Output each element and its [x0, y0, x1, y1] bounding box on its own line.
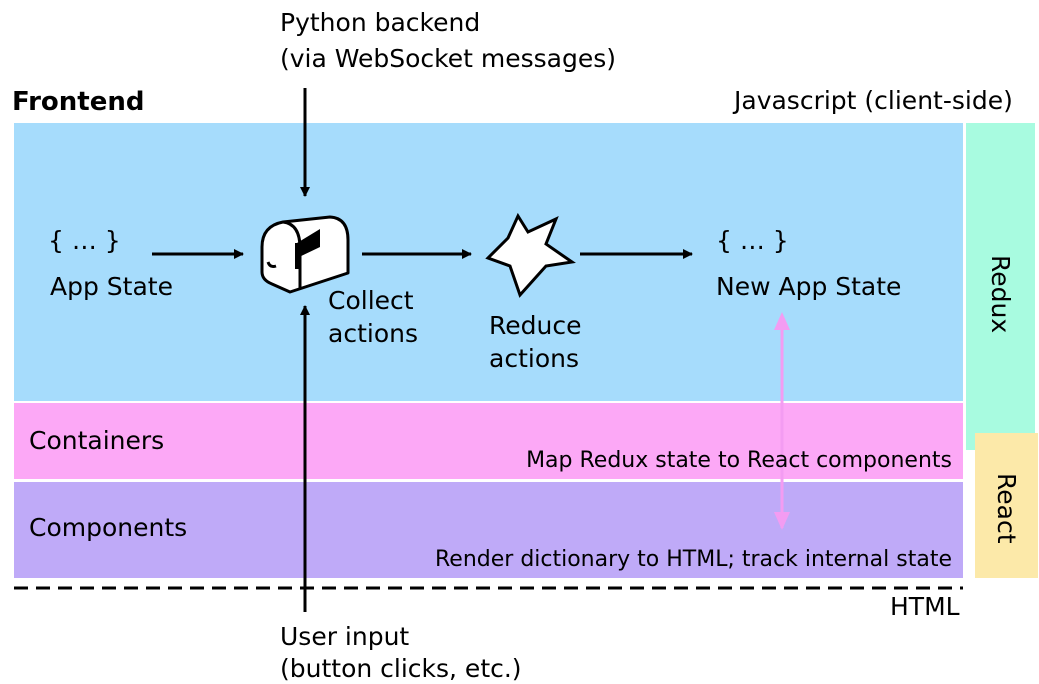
mailbox-icon: [260, 215, 350, 294]
user-input-label-line1: User input: [280, 622, 410, 651]
pink-arrowhead-down: [774, 512, 790, 530]
components-label: Components: [29, 513, 188, 542]
client-side-label: Javascript (client-side): [734, 86, 1013, 115]
react-sidebar-label: React: [992, 473, 1021, 544]
app-state-label: App State: [50, 272, 173, 301]
backend-label-line1: Python backend: [280, 8, 481, 37]
pink-arrowhead-up: [774, 312, 790, 330]
containers-description: Map Redux state to React components: [526, 448, 952, 473]
reduce-label-line2: actions: [489, 344, 579, 373]
components-description: Render dictionary to HTML; track interna…: [435, 547, 952, 572]
components-layer: [14, 482, 963, 578]
containers-layer: [14, 403, 963, 479]
new-state-label: New App State: [716, 272, 902, 301]
redux-sidebar-label: Redux: [986, 255, 1015, 334]
new-state-braces: { … }: [716, 226, 789, 255]
collect-label-line1: Collect: [328, 286, 414, 315]
html-label: HTML: [890, 592, 960, 621]
app-state-braces: { … }: [48, 226, 121, 255]
backend-label-line2: (via WebSocket messages): [280, 44, 617, 73]
star-burst-icon: [485, 212, 576, 298]
frontend-title: Frontend: [12, 87, 145, 117]
redux-sidebar: [966, 123, 1035, 450]
react-sidebar: [975, 433, 1038, 578]
collect-label-line2: actions: [328, 319, 418, 348]
redux-state-area: [14, 123, 963, 401]
user-input-label-line2: (button clicks, etc.): [280, 654, 522, 683]
reduce-label-line1: Reduce: [489, 311, 582, 340]
containers-label: Containers: [29, 426, 165, 455]
